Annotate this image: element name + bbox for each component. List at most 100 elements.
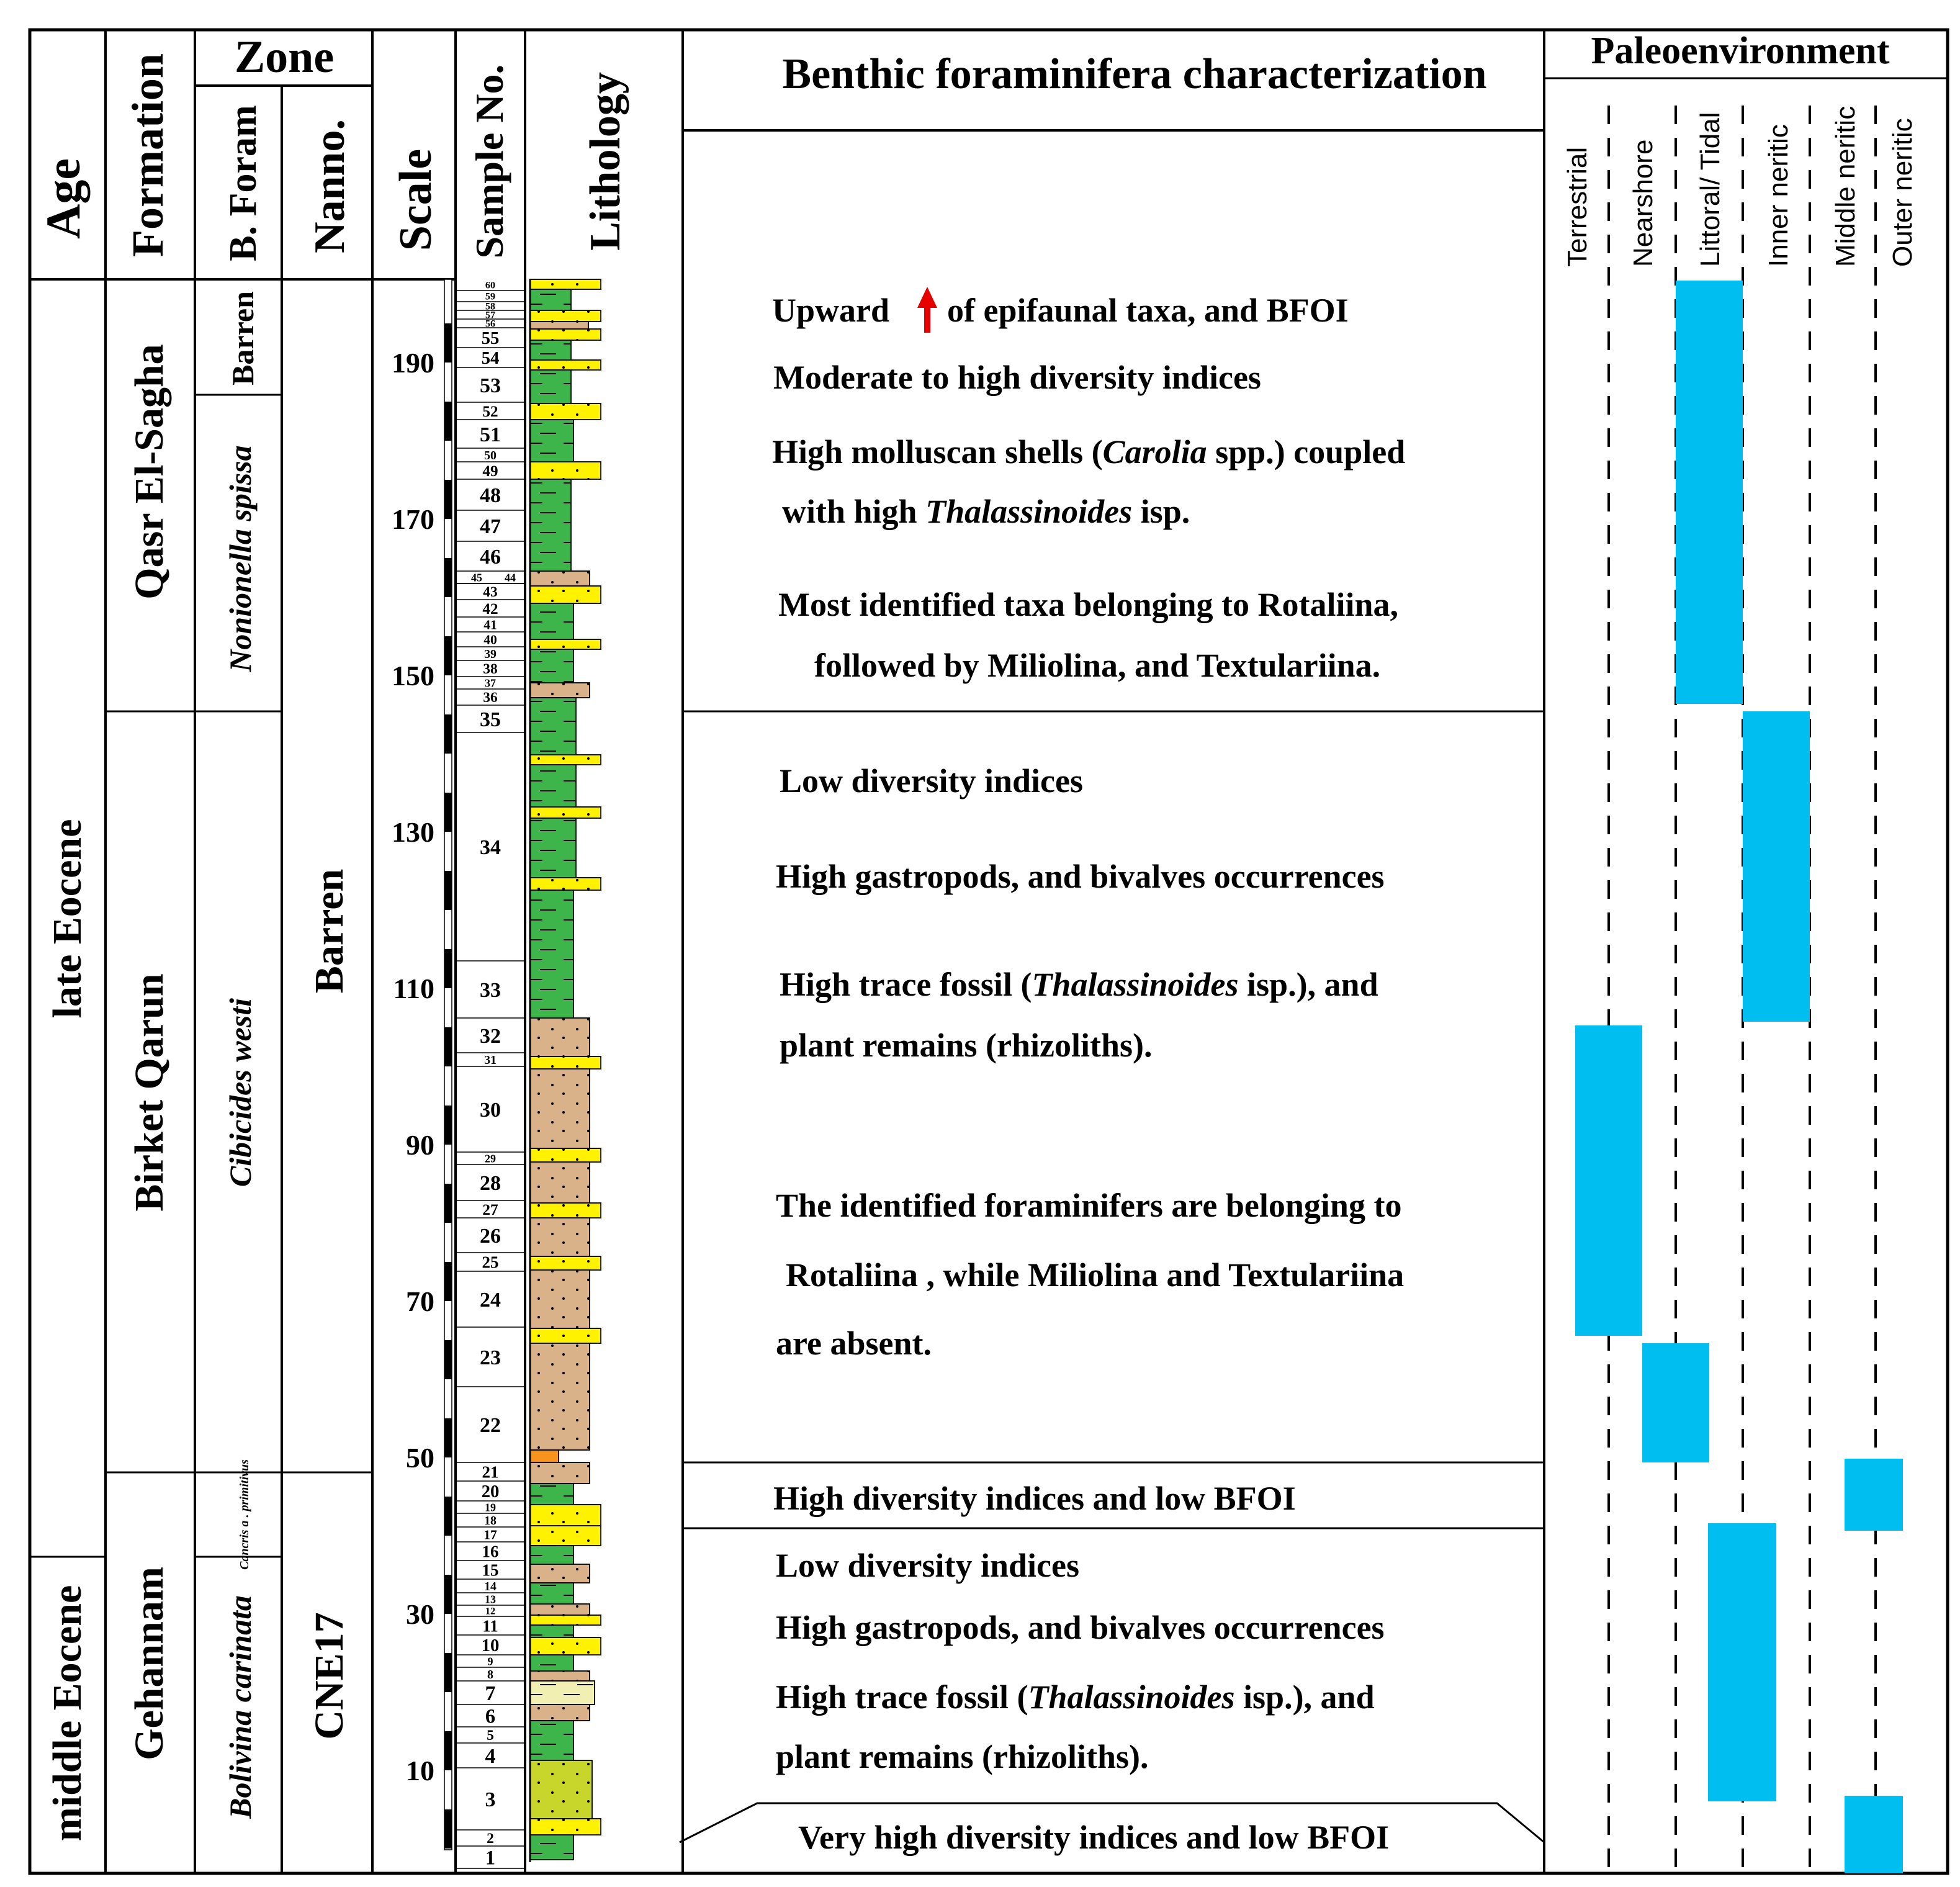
scale-bar-black [444,1653,452,1692]
sample-number: 26 [480,1225,501,1248]
lithology-pattern [530,1671,590,1681]
lithology-pattern [530,322,588,329]
sample-number: 59 [485,291,495,302]
lithology-pattern [530,1819,601,1835]
sample-number: 39 [484,647,497,661]
paleo-col-inner: Inner neritic [1763,124,1794,267]
sample-number: 57 [485,310,495,321]
bforam-zone-column: Barren Nonionella spissa Cibicides westi… [223,291,260,1819]
lithology-pattern [530,1328,601,1343]
benthic-header: Benthic foraminifera characterization [782,50,1486,98]
lithology-pattern [530,818,576,878]
scale-bar-black [444,1731,452,1770]
scale-bar-black [444,402,452,441]
sample-number: 49 [482,463,498,480]
sample-number: 15 [482,1560,499,1579]
sample-number: 21 [482,1462,499,1481]
lithology-pattern [530,1069,590,1148]
lithology-pattern [530,571,590,586]
sample-number: 8 [487,1668,493,1682]
sample-number: 6 [485,1705,495,1727]
sample-number: 30 [480,1099,501,1122]
bforam-cancris: Cancris a . primitivus [238,1459,251,1570]
formation-header: Formation [123,53,173,257]
scale-tick-label: 150 [392,660,434,691]
scale-bar-black [444,323,452,363]
red-up-arrow-icon [917,287,937,333]
sample-number: 60 [485,280,495,291]
formation-column: Qasr El-Sagha Birket Qarun Gehannam [127,344,172,1760]
lithology-pattern [530,878,601,890]
sample-number: 10 [482,1636,500,1655]
lithology-pattern [530,1484,573,1505]
paleo-bar-outer-upper [1845,1459,1903,1531]
sample-number: 41 [483,618,497,633]
frame [28,28,1949,1875]
char-upper-line1: Upward [772,292,889,329]
sample-number: 37 [485,677,496,689]
sample-number: 4 [485,1745,496,1768]
scale-bar-black [444,480,452,519]
scale-bar-black [444,1340,452,1379]
characterization-text: Upward of epifaunal taxa, and BFOI Moder… [772,287,1405,1856]
bforam-nonionella: Nonionella spissa [223,445,258,672]
lithology-pattern [530,1604,590,1615]
paleo-column-labels: Terrestrial Nearshore Littoral/ Tidal In… [1562,106,1918,267]
sample-number: 44 [505,571,516,583]
lithology-pattern [530,586,601,603]
nanno-header: Nanno. [306,119,354,253]
sample-number: 14 [484,1580,497,1593]
lithology-header: Lithology [582,72,629,251]
paleo-bars [1575,281,1903,1873]
scale-bar-black [444,949,452,988]
sample-number: 18 [484,1514,497,1528]
sample-number: 50 [484,449,497,462]
scale-bar-black [444,1809,452,1849]
nanno-cne17: CNE17 [307,1612,352,1739]
char-middle-line7: are absent. [776,1325,932,1362]
sample-number: 9 [488,1655,493,1667]
bforam-barren: Barren [225,291,260,385]
scale-bar-black [444,793,452,832]
nanno-zone-column: Barren CNE17 [307,869,352,1740]
lithology-pattern [530,1526,601,1546]
sample-number: 35 [480,708,501,731]
paleo-col-nearshore: Nearshore [1628,140,1658,267]
sample-number: 32 [480,1025,501,1048]
lithology-pattern [530,1162,590,1203]
char-lower-line3: High trace fossil (Thalassinoides isp.),… [776,1678,1375,1716]
scale-tick-label: 50 [406,1442,434,1474]
sample-number: 42 [482,601,498,618]
scale-tick-label: 170 [392,503,434,535]
sample-number: 52 [482,403,498,420]
scale-bar-black [444,714,452,754]
sample-number: 11 [482,1616,498,1635]
age-column: late Eocene middle Eocene [45,819,90,1842]
char-upper-line5: Most identified taxa belonging to Rotali… [778,586,1398,623]
sample-number: 2 [487,1831,494,1847]
lithology-pattern [530,603,573,639]
lithology-pattern [530,1018,590,1056]
scale-tick-label: 90 [406,1129,434,1161]
sample-number: 58 [485,302,495,312]
lithology-pattern [530,1546,573,1564]
sample-number: 40 [483,633,497,647]
char-middle-line4: plant remains (rhizoliths). [780,1027,1153,1064]
paleo-col-littoral: Littoral/ Tidal [1695,112,1725,267]
scale-bar-black [444,871,452,910]
scale-tick-label: 10 [406,1755,434,1786]
lithology-pattern [530,1615,601,1625]
lithology-column [529,279,601,1862]
lithology-pattern [530,1583,573,1604]
paleo-col-outer: Outer neritic [1887,118,1918,267]
lithology-pattern [530,289,571,310]
sample-number: 1 [485,1847,495,1869]
scale-tick-label: 70 [406,1286,434,1317]
sample-number: 17 [483,1528,497,1542]
scale-tick-label: 190 [392,347,434,379]
paleo-bar-nearshore [1642,1343,1709,1462]
sample-number: 24 [480,1289,501,1312]
